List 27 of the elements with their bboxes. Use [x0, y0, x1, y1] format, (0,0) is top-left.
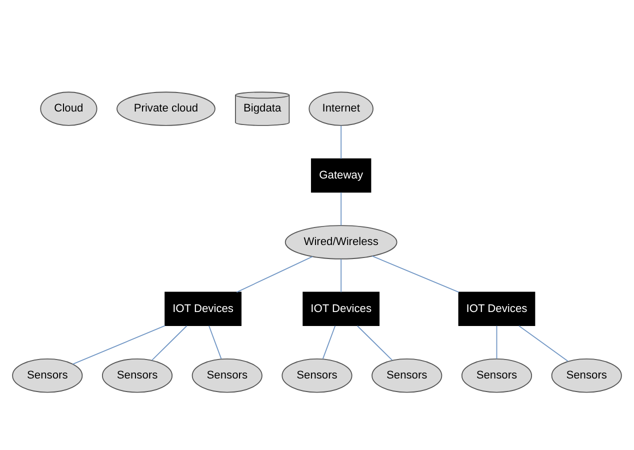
node-box: IOT Devices — [458, 291, 536, 326]
node-ellipse: Private cloud — [116, 91, 216, 126]
connector — [236, 256, 313, 292]
connector — [340, 124, 342, 159]
node-ellipse: Cloud — [40, 91, 98, 126]
connector — [152, 324, 188, 360]
connector — [72, 324, 166, 364]
connector — [372, 255, 460, 292]
node-box: IOT Devices — [164, 291, 242, 326]
node-ellipse: Sensors — [372, 358, 442, 392]
node-ellipse: Sensors — [102, 358, 173, 392]
node-ellipse: Sensors — [282, 358, 352, 392]
connector — [208, 324, 222, 359]
node-box: IOT Devices — [302, 291, 380, 326]
connector — [356, 324, 393, 360]
node-ellipse: Sensors — [12, 358, 83, 392]
connector — [340, 258, 342, 292]
connector — [518, 324, 568, 362]
node-ellipse: Sensors — [192, 358, 262, 392]
node-ellipse: Internet — [308, 91, 374, 126]
connector — [496, 324, 498, 359]
connector — [322, 324, 336, 359]
node-ellipse: Sensors — [551, 358, 622, 392]
connector — [340, 191, 342, 226]
node-box: Gateway — [310, 158, 372, 192]
node-ellipse: Sensors — [461, 358, 532, 392]
node-ellipse: Wired/Wireless — [284, 224, 398, 259]
